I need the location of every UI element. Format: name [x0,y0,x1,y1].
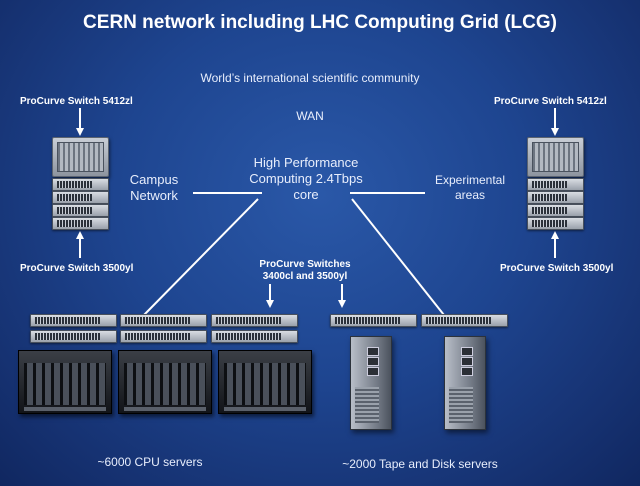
storage-servers-label: ~2000 Tape and Disk servers [342,457,498,471]
edge-switch-cpu-1b [30,330,117,343]
left-top-switch-label: ProCurve Switch 5412zl [20,96,133,107]
left-5412zl-chassis [52,137,109,177]
left-3500yl-switch-2 [52,191,109,204]
left-bottom-switch-label: ProCurve Switch 3500yl [20,263,134,274]
left-3500yl-switch-3 [52,204,109,217]
edge-switch-cpu-3b [211,330,298,343]
right-3500yl-switch-1 [527,178,584,191]
right-bottom-switch-label: ProCurve Switch 3500yl [500,263,614,274]
edge-switch-cpu-3a [211,314,298,327]
storage-rack-1 [350,336,392,430]
edge-switch-cpu-2a [120,314,207,327]
edge-switch-cpu-1a [30,314,117,327]
world-community-label: World’s international scientific communi… [200,71,420,85]
right-top-switch-label: ProCurve Switch 5412zl [494,96,607,107]
core-label: High Performance Computing 2.4Tbps core [249,155,363,202]
cpu-blade-enclosure-3 [218,350,312,414]
edge-switches-label: ProCurve Switches 3400cl and 3500yl [259,259,351,282]
cpu-servers-label: ~6000 CPU servers [97,455,203,469]
diagram-title: CERN network including LHC Computing Gri… [83,12,557,33]
right-5412zl-chassis [527,137,584,177]
experimental-areas-label: Experimental areas [434,173,506,202]
edge-switch-storage-2 [421,314,508,327]
wan-label: WAN [296,109,324,123]
left-3500yl-switch-4 [52,217,109,230]
campus-network-label: Campus Network [129,172,179,203]
storage-rack-2 [444,336,486,430]
right-3500yl-switch-3 [527,204,584,217]
core-to-cpu-line [142,198,259,317]
core-to-storage-line [351,198,445,316]
right-3500yl-switch-4 [527,217,584,230]
right-3500yl-switch-2 [527,191,584,204]
cpu-blade-enclosure-1 [18,350,112,414]
cpu-blade-enclosure-2 [118,350,212,414]
left-3500yl-switch-1 [52,178,109,191]
edge-switch-storage-1 [330,314,417,327]
edge-switch-cpu-2b [120,330,207,343]
